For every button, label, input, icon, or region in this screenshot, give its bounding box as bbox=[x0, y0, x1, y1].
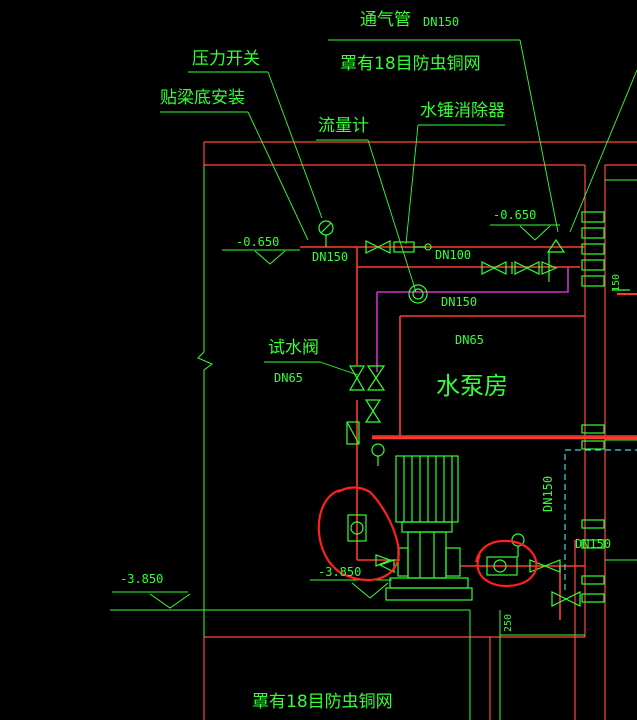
vent-dn-label: DN150 bbox=[423, 15, 460, 29]
vent-pipe-label: 通气管 bbox=[360, 10, 411, 30]
leader-lines bbox=[112, 39, 637, 593]
structure-outline bbox=[110, 165, 637, 720]
vertical-pump bbox=[385, 455, 473, 601]
dashed-boundary bbox=[564, 449, 637, 590]
dn150-c-label: DN150 bbox=[575, 537, 612, 551]
dn150-vertical-label: DN150 bbox=[541, 475, 555, 512]
highlight-annotations bbox=[317, 486, 538, 587]
floor-elevation-label: -3.850 bbox=[120, 572, 164, 586]
pump-elevation-label: -3.850 bbox=[318, 565, 362, 579]
mesh-top-label: 罩有18目防虫铜网 bbox=[340, 54, 481, 74]
elevation-right-label: -0.650 bbox=[493, 208, 537, 222]
dimension-150-label: 150 bbox=[611, 273, 622, 292]
magenta-pipe bbox=[376, 267, 569, 372]
mesh-bottom-label: 罩有18目防虫铜网 bbox=[252, 692, 393, 712]
valves-and-instruments bbox=[318, 211, 630, 607]
dn65-a-label: DN65 bbox=[455, 333, 484, 347]
test-valve-label: 试水阀 bbox=[268, 338, 319, 358]
hammer-arrester-label: 水锤消除器 bbox=[420, 101, 505, 121]
flowmeter-label: 流量计 bbox=[318, 116, 369, 136]
pipe-network bbox=[300, 246, 637, 620]
elevation-markers bbox=[149, 225, 551, 609]
elevation-left-label: -0.650 bbox=[236, 235, 280, 249]
pressure-switch-label: 压力开关 bbox=[192, 49, 260, 69]
dn150-a-label: DN150 bbox=[312, 250, 349, 264]
dimension-250-label: 250 bbox=[503, 613, 514, 632]
dn65-b-label: DN65 bbox=[274, 371, 303, 385]
beam-mount-label: 贴梁底安装 bbox=[160, 88, 245, 108]
pump-room-label: 水泵房 bbox=[436, 372, 508, 400]
dn100-label: DN100 bbox=[435, 248, 472, 262]
dn150-b-label: DN150 bbox=[441, 295, 478, 309]
building-walls bbox=[203, 141, 637, 720]
